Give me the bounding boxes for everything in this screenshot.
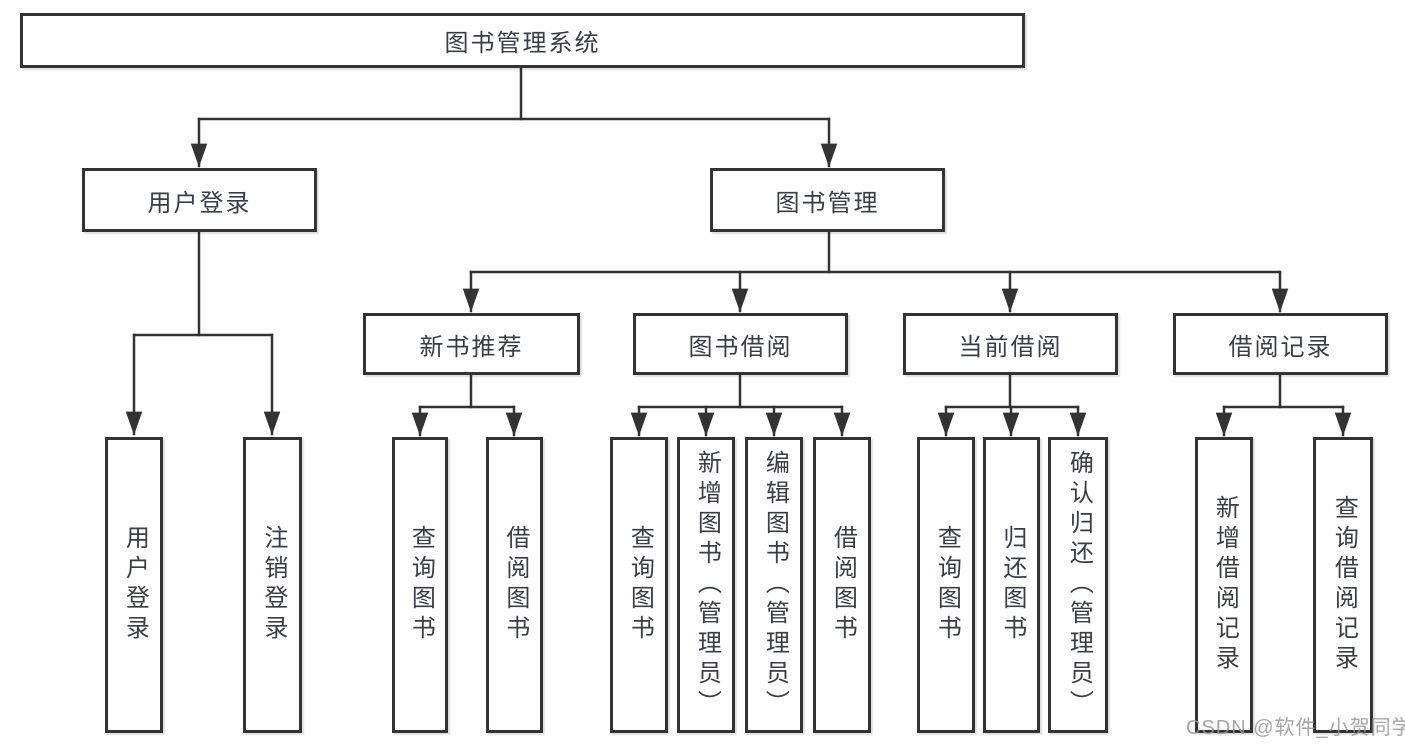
node-leaf-confirm-return-admin: 确认归还（管理员） [1048, 437, 1108, 733]
node-library-system: 图书管理系统 [20, 13, 1025, 68]
node-leaf-query-borrow-record: 查询借阅记录 [1313, 437, 1373, 733]
node-leaf-borrow-books: 借阅图书 [813, 437, 871, 733]
node-leaf-user-login: 用户登录 [105, 437, 163, 733]
node-book-borrow: 图书借阅 [633, 313, 848, 375]
node-leaf-logout: 注销登录 [243, 437, 302, 733]
watermark: CSDN @软件_小贺同学 [1186, 717, 1405, 739]
node-leaf-return-book: 归还图书 [983, 437, 1040, 733]
node-book-management: 图书管理 [710, 168, 945, 232]
node-user-login: 用户登录 [82, 168, 317, 232]
node-new-book-recommend: 新书推荐 [363, 313, 580, 375]
node-leaf-query-books-recommend: 查询图书 [392, 437, 448, 733]
node-borrow-records: 借阅记录 [1173, 313, 1388, 375]
node-current-borrow: 当前借阅 [903, 313, 1118, 375]
node-leaf-add-borrow-record: 新增借阅记录 [1195, 437, 1253, 733]
node-leaf-edit-book-admin: 编辑图书（管理员） [745, 437, 803, 733]
node-leaf-add-book-admin: 新增图书（管理员） [677, 437, 735, 733]
node-leaf-query-books-current: 查询图书 [917, 437, 975, 733]
node-leaf-borrow-books-recommend: 借阅图书 [486, 437, 543, 733]
node-leaf-query-books-borrow: 查询图书 [610, 437, 668, 733]
